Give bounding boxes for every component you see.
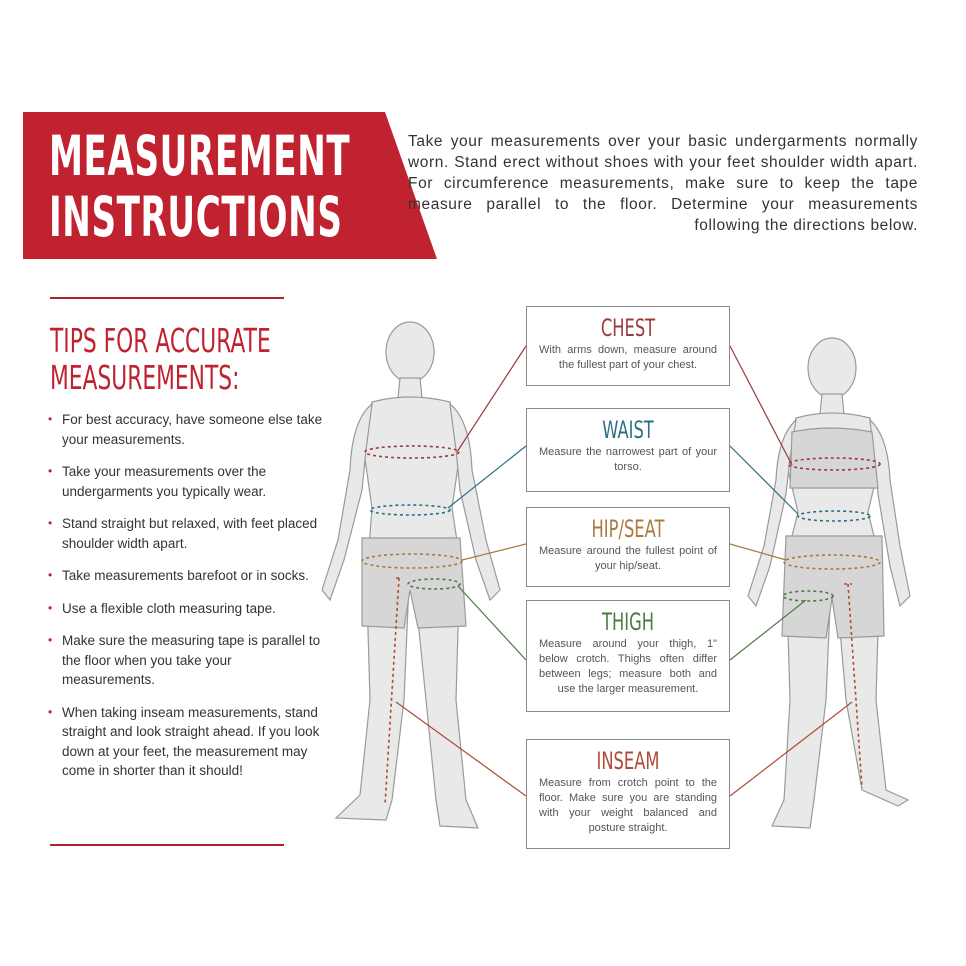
tips-title-line2: MEASUREMENTS: [50, 358, 240, 397]
bullet-icon: • [48, 464, 53, 478]
waist-connector-right [729, 445, 799, 515]
bullet-icon: • [48, 600, 53, 615]
hip-seat-title: HIP/SEAT [591, 515, 665, 543]
male-shorts [361, 537, 467, 629]
tip-text: Use a flexible cloth measuring tape. [62, 600, 276, 616]
inseam-box: INSEAM Measure from crotch point to the … [526, 739, 730, 849]
chest-connector-right [729, 345, 793, 466]
hip-connector-left [461, 543, 527, 561]
male-chest-tape [364, 445, 460, 459]
tips-title-line1: TIPS FOR ACCURATE [50, 321, 271, 360]
tip-text: Take your measurements over the undergar… [62, 464, 267, 499]
chest-description: With arms down, measure around the fulle… [539, 344, 717, 371]
tip-text: Stand straight but relaxed, with feet pl… [62, 516, 318, 551]
tip-text: Make sure the measuring tape is parallel… [62, 633, 321, 687]
waist-connector-left [447, 445, 527, 509]
female-shorts [781, 535, 885, 639]
title-banner [23, 112, 437, 259]
female-right-arm [869, 418, 911, 608]
bullet-icon: • [48, 516, 53, 530]
male-torso [363, 396, 461, 561]
female-chest-tape [787, 457, 881, 471]
tip-item: • Take your measurements over the underga… [48, 462, 323, 501]
male-head [385, 321, 435, 383]
bullet-icon: • [48, 568, 53, 582]
tip-item: • Take measurements barefoot or in socks. [48, 566, 323, 586]
female-inseam-tape [844, 583, 863, 789]
inseam-title: INSEAM [596, 747, 660, 775]
female-head [807, 337, 857, 399]
male-waist-tape [369, 504, 451, 516]
female-waist-tape [797, 510, 871, 522]
bullet-icon: • [48, 704, 53, 719]
bullet-icon: • [48, 412, 53, 426]
hip-seat-description: Measure around the fullest point of your… [539, 545, 717, 572]
male-neck [397, 377, 423, 399]
waist-title: WAIST [602, 416, 654, 444]
hip-connector-right [729, 543, 787, 561]
thigh-connector-left [457, 585, 527, 661]
hip-seat-box: HIP/SEAT Measure around the fullest poin… [526, 507, 730, 587]
tip-text: When taking inseam measurements, stand s… [62, 704, 320, 779]
inseam-connector-right [729, 701, 853, 797]
male-figure [321, 321, 501, 829]
waist-description: Measure the narrowest part of your torso… [539, 446, 717, 473]
male-left-arm [321, 402, 373, 602]
chest-title: CHEST [600, 314, 656, 342]
female-figure [747, 337, 911, 829]
female-hip-tape [783, 554, 881, 570]
inseam-connector-left [395, 701, 527, 797]
thigh-title: THIGH [602, 608, 654, 636]
chest-connector-left [456, 345, 527, 453]
female-thigh-tape [782, 590, 834, 602]
male-thigh-tape [407, 578, 461, 590]
male-right-arm [449, 402, 501, 602]
waist-box: WAIST Measure the narrowest part of your… [526, 408, 730, 492]
tips-top-divider [50, 297, 284, 299]
female-sports-bra [789, 427, 879, 489]
tips-bottom-divider [50, 844, 284, 846]
female-neck [819, 393, 845, 415]
tip-item: • Use a flexible cloth measuring tape. [48, 599, 323, 619]
tip-item: • Make sure the measuring tape is paralle… [48, 631, 323, 690]
inseam-description: Measure from crotch point to the floor. … [539, 777, 717, 834]
tip-text: For best accuracy, have someone else tak… [62, 412, 323, 447]
tip-text: Take measurements barefoot or in socks. [62, 568, 309, 583]
thigh-description: Measure around your thigh, 1" below crot… [539, 638, 717, 695]
tip-item: • When taking inseam measurements, stand … [48, 703, 323, 781]
tip-item: • Stand straight but relaxed, with feet p… [48, 514, 323, 553]
female-left-arm [747, 418, 797, 608]
tip-item: • For best accuracy, have someone else ta… [48, 410, 323, 449]
chest-box: CHEST With arms down, measure around the… [526, 306, 730, 386]
bullet-icon: • [48, 633, 53, 647]
male-hip-tape [361, 553, 463, 569]
tips-list: • For best accuracy, have someone else ta… [48, 410, 323, 794]
male-inseam-tape [384, 577, 402, 806]
tips-title: TIPS FOR ACCURATE MEASUREMENTS: [50, 322, 271, 396]
thigh-connector-right [729, 599, 807, 661]
intro-text: Take your measurements over your basic u… [408, 133, 918, 234]
thigh-box: THIGH Measure around your thigh, 1" belo… [526, 600, 730, 712]
